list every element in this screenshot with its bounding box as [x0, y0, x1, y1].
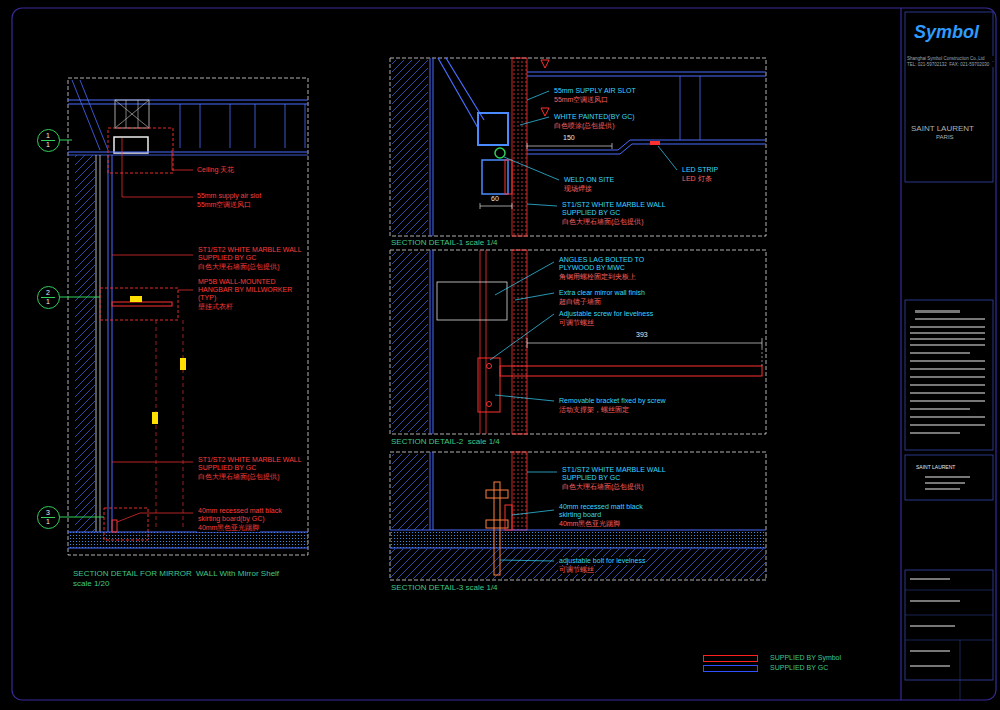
annotation-text: LED 灯条 — [681, 175, 713, 183]
annotation-text: ST1/ST2 WHITE MARBLE WALL SUPPLIED BY GC — [197, 246, 304, 262]
annotation-text: 白色喷涂(总包提供) — [553, 122, 616, 130]
annotation-text: 55mm SUPPLY AIR SLOT — [553, 87, 637, 95]
annotation-text: 393 — [635, 331, 649, 339]
annotation-text: SECTION DETAIL FOR MIRROR WALL With Mirr… — [72, 569, 280, 578]
annotation-text: 60 — [490, 195, 500, 203]
callout-number: 2 — [46, 289, 50, 297]
annotation-text: 白色大理石墙面(总包提供) — [561, 218, 645, 226]
annotation-text: ST1/ST2 WHITE MARBLE WALL SUPPLIED BY GC — [561, 201, 673, 217]
annotation-text: 40mm黑色亚光踢脚 — [558, 520, 621, 528]
annotation-text: SECTION DETAIL-1 scale 1/4 — [390, 238, 499, 247]
annotation-text: 白色大理石墙面(总包提供) — [197, 263, 281, 271]
annotation-text: ANGLES LAG BOLTED TO PLYWOOD BY MWC — [558, 256, 660, 272]
annotation-text: 40mm黑色亚光踢脚 — [197, 524, 260, 532]
annotation-text: 55mm supply air slot — [196, 192, 262, 200]
annotation-text: PARIS — [935, 134, 955, 141]
section-callout: 31 — [37, 506, 60, 529]
annotation-text: Ceiling 天花 — [196, 166, 235, 174]
annotation-text: 现场焊接 — [563, 185, 593, 193]
annotation-text: 白色大理石墙面(总包提供) — [197, 473, 281, 481]
annotation-text: Adjustable screw for levelness — [558, 310, 654, 318]
annotation-text: 可调节螺丝 — [558, 566, 595, 574]
annotation-text: ST1/ST2 WHITE MARBLE WALL SUPPLIED BY GC — [561, 466, 673, 482]
annotation-text: Shanghai Symbol Construction Co.,Ltd — [906, 56, 994, 61]
annotation-text: 150 — [562, 134, 576, 142]
callout-number: 3 — [46, 509, 50, 517]
annotation-text: WELD ON SITE — [563, 176, 615, 184]
annotation-text: TEL: 021-59702132 FAX: 021-59702030 — [906, 62, 994, 67]
annotation-text: WHITE PAINTED(BY GC) — [553, 113, 636, 121]
annotation-text: SAINT LAURENT — [910, 124, 975, 133]
annotation-text: 活动支撑架，螺丝固定 — [558, 406, 630, 414]
callout-divider — [41, 297, 56, 298]
annotation-text: adjustable bolt for levelness — [558, 557, 646, 565]
annotation-text: 40mm recessed matt black skirting board(… — [197, 507, 304, 523]
annotation-text: SAINT LAURENT — [915, 465, 956, 471]
annotation-text: 白色大理石墙面(总包提供) — [561, 483, 645, 491]
annotation-text: 壁挂式衣杆 — [197, 303, 234, 311]
legend-swatch — [703, 655, 758, 662]
legend-text: SUPPLIED BY Symbol — [769, 654, 842, 662]
annotation-text: MP5B WALL-MOUNTED HANGBAR BY MILLWORKER … — [197, 278, 304, 302]
annotation-text: Extra clear mirror wall finish — [558, 289, 646, 297]
annotation-text: 40mm recessed matt black skirting board — [558, 503, 655, 519]
callout-number: 1 — [46, 518, 50, 526]
section-callout: 11 — [37, 129, 60, 152]
legend-text: SUPPLIED BY GC — [769, 664, 829, 672]
callout-number: 1 — [46, 298, 50, 306]
annotation-text: 角钢用螺栓固定到夹板上 — [558, 273, 637, 281]
callout-number: 1 — [46, 132, 50, 140]
annotation-text: Removable bracket fixed by screw — [558, 397, 667, 405]
callout-divider — [41, 140, 56, 141]
annotation-text: scale 1/20 — [72, 579, 110, 588]
callout-divider — [41, 517, 56, 518]
annotation-text: LED STRIP — [681, 166, 719, 174]
annotation-text: ST1/ST2 WHITE MARBLE WALL SUPPLIED BY GC — [197, 456, 304, 472]
annotation-text: 55mm空调送风口 — [196, 201, 252, 209]
annotation-text: 55mm空调送风口 — [553, 96, 609, 104]
section-callout: 21 — [37, 286, 60, 309]
annotation-text: 超白镜子墙面 — [558, 298, 602, 306]
annotation-text: Symbol — [913, 22, 980, 43]
legend-swatch — [703, 665, 758, 672]
annotation-text: 可调节螺丝 — [558, 319, 595, 327]
annotation-text: SECTION DETAIL-2 scale 1/4 — [390, 437, 501, 446]
callout-number: 1 — [46, 141, 50, 149]
annotation-text: SECTION DETAIL-3 scale 1/4 — [390, 583, 499, 592]
